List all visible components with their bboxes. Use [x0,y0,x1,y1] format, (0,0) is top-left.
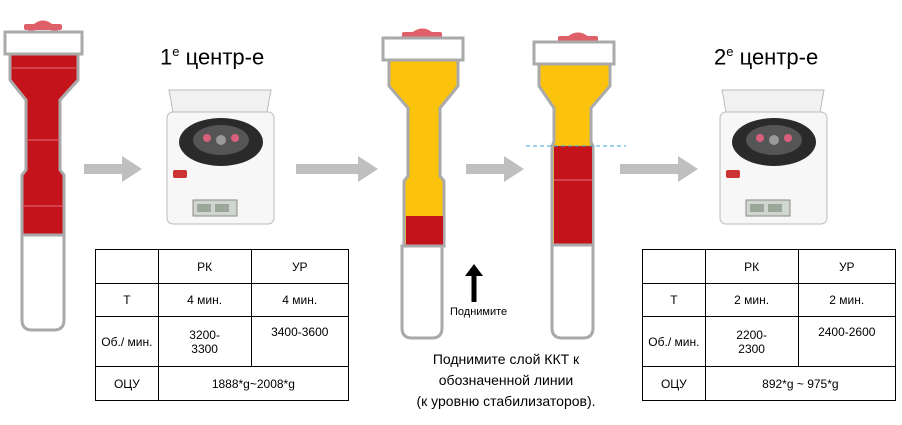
arrow-right-icon [620,156,698,182]
step1-title: 1е центр-е [160,44,265,70]
arrow-right-icon [296,156,378,182]
table-cell: Т [642,283,706,317]
table-cell: 1888*g~2008*g [157,366,350,401]
arrow-right-icon [84,156,142,182]
table-cell: ОЦУ [642,366,706,401]
table-cell: 4 мин. [157,283,252,317]
table-cell: Об./ мин. [642,316,706,367]
table-header-cell: УР [250,249,350,284]
arrow-right-icon [466,156,524,182]
table-header-cell: РК [704,249,799,284]
tube-separated-icon [381,28,465,340]
tube-whole-blood-icon [3,20,84,332]
table-cell: 892*g ~ 975*g [704,366,897,401]
step1-spec-table: РК УР Т 4 мин. 4 мин. Об./ мин. 3200-330… [95,249,350,401]
table-cell: ОЦУ [95,366,159,401]
table-cell: 2400-2600 [797,316,897,367]
table-cell: 4 мин. [250,283,350,317]
tube-raised-layer-icon [526,32,626,340]
step2-title: 2е центр-е [714,44,819,70]
table-header-cell: РК [157,249,252,284]
table-header-cell: УР [797,249,897,284]
centrifuge-icon [719,89,828,225]
table-cell: 2 мин. [797,283,897,317]
table-cell: 3200-3300 [157,316,252,367]
table-header-cell [95,249,159,284]
table-cell: Об./ мин. [95,316,159,367]
centrifuge-icon [166,89,275,225]
lift-label: Поднимите [450,306,508,318]
table-cell: 2200-2300 [704,316,799,367]
table-cell: Т [95,283,159,317]
table-cell: 2 мин. [704,283,799,317]
table-cell: 3400-3600 [250,316,350,367]
step2-spec-table: РК УР Т 2 мин. 2 мин. Об./ мин. 2200-230… [642,249,897,401]
table-header-cell [642,249,706,284]
arrow-up-icon [465,264,483,302]
instruction-text: Поднимите слой ККТ к обозначенной линии … [416,351,596,409]
